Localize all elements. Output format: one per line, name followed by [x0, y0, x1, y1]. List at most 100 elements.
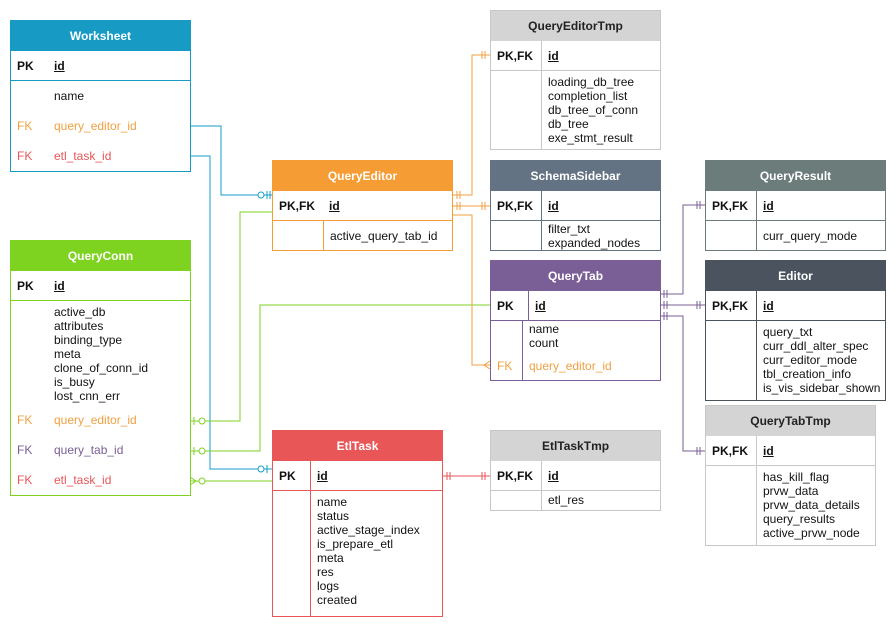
pk-label: PK	[17, 278, 34, 293]
pk-field: id	[317, 468, 328, 483]
field: count	[529, 336, 559, 350]
field: lost_cnn_err	[54, 389, 121, 403]
entity-title: SchemaSidebar	[491, 161, 660, 191]
field: expanded_nodes	[548, 236, 641, 250]
entity-title: EtlTask	[273, 431, 442, 461]
fk-label: FK	[17, 473, 33, 487]
entity-title: QueryTabTmp	[706, 406, 875, 436]
fk-field: etl_task_id	[54, 473, 112, 487]
field: binding_type	[54, 333, 123, 347]
field: status	[317, 509, 350, 523]
pk-field: id	[548, 48, 559, 63]
field: query_results	[763, 512, 836, 526]
entity-querytab: QueryTab PK id FK name count query_edito…	[490, 260, 661, 381]
entity-queryconn: QueryConn PK id active_db attributes bin…	[10, 240, 191, 496]
field: db_tree	[548, 117, 589, 131]
entity-title: Worksheet	[11, 21, 190, 51]
fk-field: etl_task_id	[54, 149, 112, 163]
entity-queryresult: QueryResult PK,FK id curr_query_mode	[705, 160, 886, 251]
field: loading_db_tree	[548, 75, 635, 89]
pk-field: id	[548, 468, 559, 483]
field: exe_stmt_result	[548, 131, 633, 145]
pk-field: id	[329, 198, 340, 213]
fk-label: FK	[17, 443, 33, 457]
entity-title: QueryEditor	[273, 161, 452, 191]
pk-field: id	[535, 298, 546, 313]
fk-label: FK	[17, 149, 33, 163]
field: is_busy	[54, 375, 95, 389]
field: res	[317, 565, 334, 579]
pk-label: PK,FK	[712, 443, 748, 458]
relation-querytab-queryresult	[660, 204, 705, 295]
field: filter_txt	[548, 222, 591, 236]
field: curr_ddl_alter_spec	[763, 339, 869, 353]
field: name	[54, 89, 85, 103]
field: meta	[317, 551, 344, 565]
entity-title: QueryConn	[11, 241, 190, 271]
fk-field: query_editor_id	[54, 119, 137, 133]
pk-field: id	[763, 443, 774, 458]
field: tbl_creation_info	[763, 367, 852, 381]
entity-title: QueryEditorTmp	[491, 11, 660, 41]
fk-field: query_tab_id	[54, 443, 124, 457]
field: db_tree_of_conn	[548, 103, 639, 117]
fk-field: query_editor_id	[54, 413, 137, 427]
field: attributes	[54, 319, 104, 333]
relation-queryeditor-querytab	[453, 214, 490, 366]
pk-label: PK	[17, 58, 34, 73]
field: name	[317, 495, 348, 509]
fk-label: FK	[17, 413, 33, 427]
entity-schemasidebar: SchemaSidebar PK,FK id filter_txt expand…	[490, 160, 661, 251]
relation-queryeditor-queryeditortmp	[453, 54, 490, 196]
pk-field: id	[548, 198, 559, 213]
field: active_query_tab_id	[330, 229, 438, 243]
entity-queryeditortmp: QueryEditorTmp PK,FK id loading_db_tree …	[490, 10, 661, 150]
pk-field: id	[763, 298, 774, 313]
field: curr_editor_mode	[763, 353, 858, 367]
pk-field: id	[763, 198, 774, 213]
pk-label: PK,FK	[497, 468, 533, 483]
entity-title: EtlTaskTmp	[491, 431, 660, 461]
pk-label: PK,FK	[279, 198, 315, 213]
relation-worksheet-queryeditor	[190, 125, 272, 196]
field: prvw_data	[763, 484, 819, 498]
field: is_vis_sidebar_shown	[763, 381, 881, 395]
fk-label: FK	[497, 358, 513, 373]
pk-field: id	[54, 278, 65, 293]
field: meta	[54, 347, 81, 361]
entity-title: Editor	[706, 261, 885, 291]
relation-worksheet-etltask	[190, 155, 272, 470]
field: name	[529, 322, 560, 336]
entity-title: QueryTab	[491, 261, 660, 291]
pk-label: PK	[279, 468, 296, 483]
pk-label: PK	[497, 298, 514, 313]
relation-querytab-querytabtmp	[660, 315, 705, 452]
field: curr_query_mode	[763, 229, 858, 243]
entity-queryeditor: QueryEditor PK,FK id active_query_tab_id	[272, 160, 453, 251]
entity-etltask: EtlTask PK id name status active_stage_i…	[272, 430, 443, 617]
pk-label: PK,FK	[712, 298, 748, 313]
entity-title: QueryResult	[706, 161, 885, 191]
relation-queryconn-querytab	[190, 304, 490, 452]
field: prvw_data_details	[763, 498, 860, 512]
field: logs	[317, 579, 340, 593]
field: etl_res	[548, 493, 585, 507]
field: completion_list	[548, 89, 628, 103]
pk-label: PK,FK	[497, 48, 533, 63]
entity-etltasktmp: EtlTaskTmp PK,FK id etl_res	[490, 430, 661, 511]
pk-label: PK,FK	[712, 198, 748, 213]
entity-querytabtmp: QueryTabTmp PK,FK id has_kill_flag prvw_…	[705, 405, 876, 546]
field: clone_of_conn_id	[54, 361, 149, 375]
field: has_kill_flag	[763, 470, 830, 484]
fk-label: FK	[17, 119, 33, 133]
entity-editor: Editor PK,FK id query_txt curr_ddl_alter…	[705, 260, 886, 401]
pk-label: PK,FK	[497, 198, 533, 213]
field: created	[317, 593, 358, 607]
fk-field: query_editor_id	[529, 358, 612, 373]
relation-queryconn-queryeditor	[190, 211, 272, 422]
field: query_txt	[763, 325, 813, 339]
field: is_prepare_etl	[317, 537, 394, 551]
field: active_stage_index	[317, 523, 420, 537]
